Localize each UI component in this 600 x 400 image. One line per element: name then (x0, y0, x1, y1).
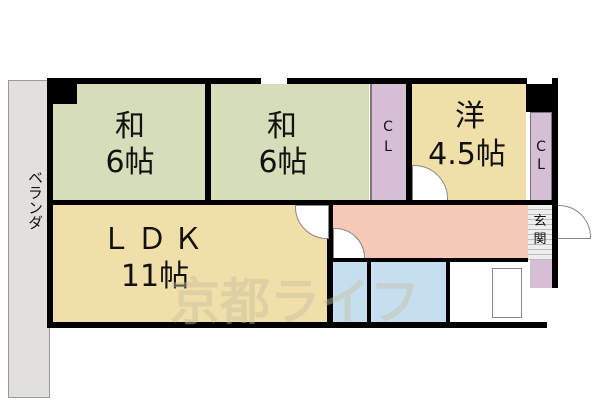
toilet-room (333, 262, 367, 322)
entrance-label-bottom: 関 (533, 232, 547, 247)
closet-1 (370, 84, 406, 202)
bathtub (492, 268, 522, 318)
watermark: 京都ライフ (170, 273, 420, 331)
pillar-right (526, 84, 552, 112)
outer-wall-top-2 (287, 78, 527, 84)
room-washitsu-1 (53, 84, 205, 202)
room-ldk (53, 205, 327, 322)
wall-horizontal (53, 200, 552, 205)
wall-ldk-right (327, 205, 333, 322)
outer-wall-left (47, 78, 53, 328)
closet-1-label-bottom: L (384, 139, 392, 155)
entrance (528, 205, 552, 260)
veranda-label: ベランダ (26, 170, 44, 230)
wall-divider-1 (205, 84, 211, 204)
wall-wet-div (367, 262, 371, 322)
closet-2-label-bottom: L (537, 157, 545, 173)
wall-wet-top (333, 258, 528, 262)
wall-divider-2 (406, 84, 412, 204)
entrance-door (558, 205, 591, 239)
outer-wall-top (47, 78, 261, 84)
hallway (333, 205, 528, 260)
outer-wall-bottom (47, 322, 547, 328)
entrance-closet (530, 260, 552, 288)
washitsu-2-type: 和 (267, 109, 297, 144)
pillar (53, 84, 77, 104)
entrance-label-top: 玄 (533, 214, 547, 229)
ldk-size: 11帖 (120, 259, 190, 294)
outer-wall-right (552, 78, 558, 288)
closet-2-label-top: C (536, 139, 546, 155)
veranda (8, 80, 50, 398)
closet-1-label-top: C (383, 119, 393, 135)
room-washitsu-2 (211, 84, 369, 202)
youshitsu-type: 洋 (455, 99, 485, 134)
washitsu-1-type: 和 (115, 109, 145, 144)
youshitsu-size: 4.5帖 (428, 137, 506, 172)
bathroom (450, 262, 528, 322)
washitsu-2-size: 6帖 (258, 145, 308, 180)
washroom (371, 262, 446, 322)
washitsu-1-size: 6帖 (105, 145, 155, 180)
ldk-type: ＬＤＫ (101, 222, 209, 257)
wall-wet-div-2 (446, 262, 450, 322)
